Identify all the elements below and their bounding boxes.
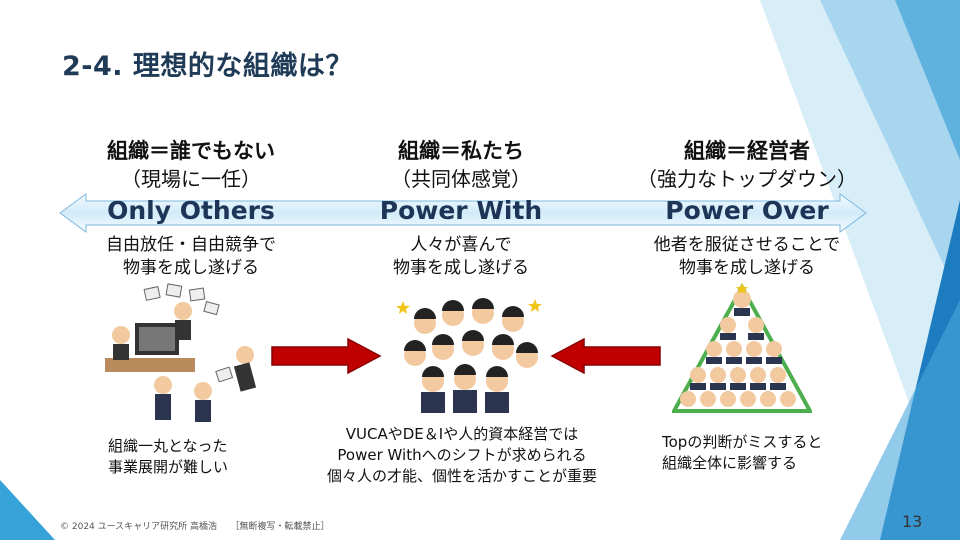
red-arrow-right-icon — [271, 338, 382, 374]
heading-text: 組織＝誰でもない — [107, 139, 275, 163]
caption-center: VUCAやDE＆Iや人的資本経営では Power Withへのシフトが求められる… — [312, 424, 612, 487]
caption-line: 組織一丸となった — [108, 437, 228, 455]
band-label-power-with: Power With — [379, 196, 543, 225]
page-number: 13 — [902, 512, 923, 531]
column-heading-power-with: 組織＝私たち （共同体感覚） — [331, 137, 591, 193]
description-power-over: 他者を服従させることで 物事を成し遂げる — [617, 234, 877, 280]
heading-sub: （強力なトップダウン） — [637, 167, 857, 191]
heading-text: 組織＝経営者 — [684, 139, 810, 163]
caption-line: 事業展開が難しい — [108, 458, 229, 476]
caption-line: Topの判断がミスすると — [662, 433, 823, 451]
caption-line: 組織全体に影響する — [662, 454, 798, 472]
band-label-only-others: Only Others — [107, 196, 275, 225]
heading-sub: （現場に一任） — [121, 167, 261, 191]
chaotic-office-illustration — [105, 283, 257, 422]
description-only-others: 自由放任・自由競争で 物事を成し遂げる — [61, 234, 321, 280]
desc-line: 物事を成し遂げる — [393, 258, 529, 278]
pyramid-hierarchy-illustration — [672, 283, 812, 413]
heading-sub: （共同体感覚） — [391, 167, 531, 191]
page-title: 2-4. 理想的な組織は？ — [62, 51, 353, 82]
desc-line: 物事を成し遂げる — [679, 258, 815, 278]
column-heading-only-others: 組織＝誰でもない （現場に一任） — [61, 137, 321, 193]
caption-line: 個々人の才能、個性を活かすことが重要 — [326, 467, 597, 485]
description-power-with: 人々が喜んで 物事を成し遂げる — [331, 234, 591, 280]
heading-text: 組織＝私たち — [398, 139, 524, 163]
red-arrow-left-icon — [550, 338, 661, 374]
desc-line: 物事を成し遂げる — [123, 258, 259, 278]
caption-line: VUCAやDE＆Iや人的資本経営では — [345, 425, 579, 443]
footer-copyright: © 2024 ユースキャリア研究所 高橋浩 ［無断複写・転載禁止］ — [60, 522, 330, 532]
desc-line: 自由放任・自由競争で — [106, 235, 276, 255]
column-heading-power-over: 組織＝経営者 （強力なトップダウン） — [617, 137, 877, 193]
double-arrow-band — [59, 193, 867, 233]
cheering-group-illustration — [396, 298, 542, 413]
band-label-power-over: Power Over — [665, 196, 829, 225]
caption-left: 組織一丸となった 事業展開が難しい — [108, 436, 228, 478]
caption-line: Power Withへのシフトが求められる — [337, 446, 587, 464]
caption-right: Topの判断がミスすると 組織全体に影響する — [662, 432, 822, 474]
desc-line: 他者を服従させることで — [653, 235, 841, 255]
desc-line: 人々が喜んで — [410, 235, 512, 255]
